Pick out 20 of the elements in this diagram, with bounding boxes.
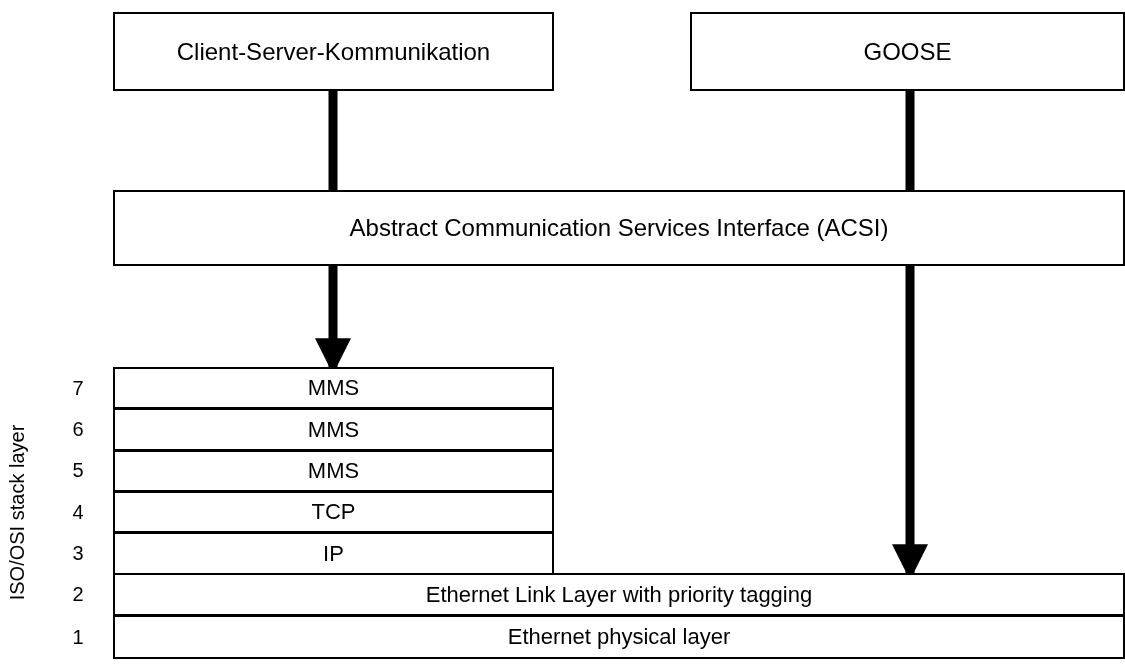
layer-box: Abstract Communication Services Interface (ACSI)	[113, 190, 1125, 266]
axis-label: ISO/OSI stack layer	[6, 424, 30, 600]
layer-box: MMS	[113, 408, 554, 451]
layer-number: 2	[72, 582, 84, 606]
layer-box: Ethernet Link Layer with priority tagging	[113, 573, 1125, 616]
layer-number: 4	[72, 500, 84, 524]
layer-box: MMS	[113, 450, 554, 492]
layer-number: 3	[72, 541, 84, 565]
layer-box: MMS	[113, 367, 554, 409]
layer-box: GOOSE	[690, 12, 1125, 91]
layer-box: Ethernet physical layer	[113, 615, 1125, 659]
layer-number: 7	[72, 376, 84, 400]
layer-number: 1	[72, 625, 84, 649]
layer-box: IP	[113, 532, 554, 575]
layer-number: 6	[72, 417, 84, 441]
connector-line	[905, 91, 915, 190]
layer-box: TCP	[113, 491, 554, 533]
layer-box: Client-Server-Kommunikation	[113, 12, 554, 91]
layer-number: 5	[72, 458, 84, 482]
connector-line	[328, 91, 338, 190]
